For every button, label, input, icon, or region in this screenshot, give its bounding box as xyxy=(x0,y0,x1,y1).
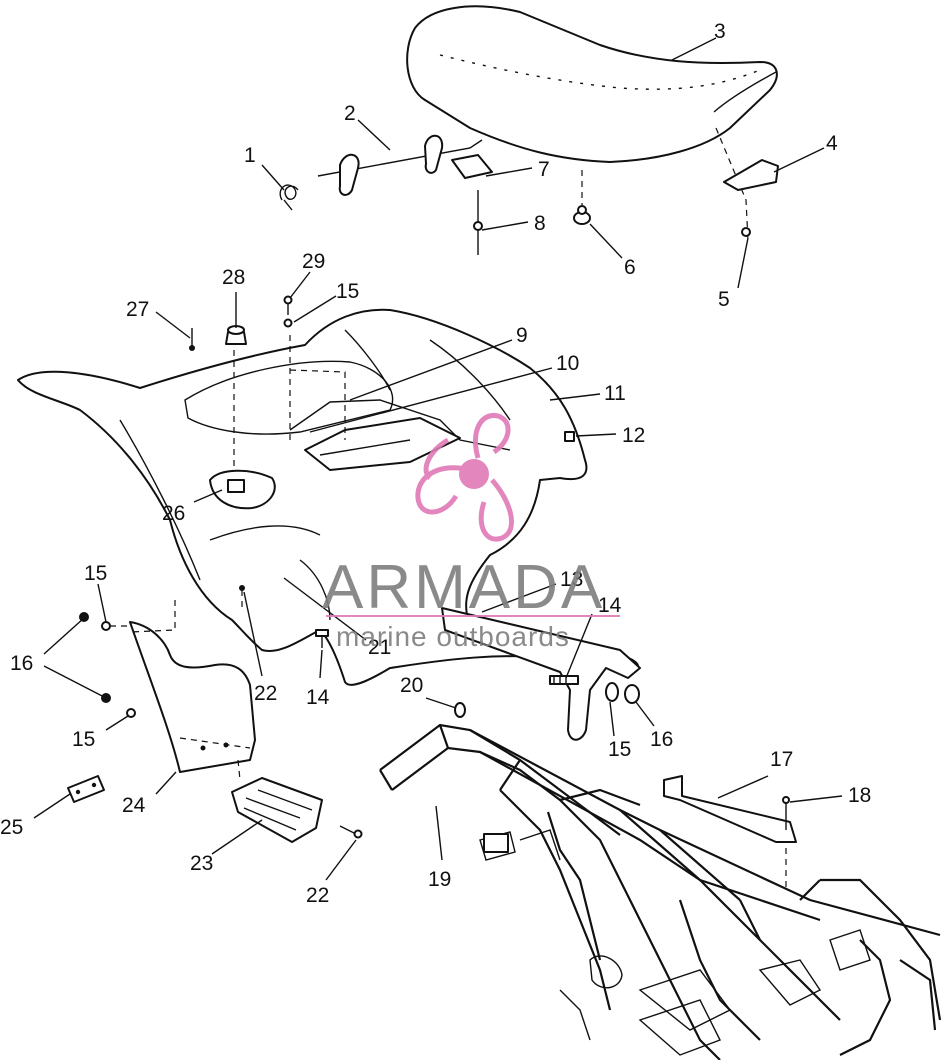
callout-20: 20 xyxy=(400,674,423,697)
callout-16-right: 16 xyxy=(650,728,673,751)
callout-3: 3 xyxy=(714,20,726,43)
bracket-screw xyxy=(782,796,790,830)
callout-15-flap-lower: 15 xyxy=(72,728,95,751)
callout-15-flap-upper: 15 xyxy=(84,562,107,585)
callout-12: 12 xyxy=(622,424,645,447)
callout-23: 23 xyxy=(190,852,213,875)
callout-26: 26 xyxy=(162,502,185,525)
hidden-edge xyxy=(237,759,241,781)
retaining-clip xyxy=(564,431,575,442)
backing-plate xyxy=(67,775,105,803)
callout-2: 2 xyxy=(344,102,356,125)
flap-washer-lower xyxy=(126,708,136,718)
callout-27: 27 xyxy=(126,298,149,321)
fender-bolt xyxy=(189,328,195,351)
callout-22-footrest: 22 xyxy=(306,884,329,907)
fender-nut xyxy=(225,325,247,345)
washer-right xyxy=(605,682,619,702)
watermark-brand: ARMADA xyxy=(322,553,605,622)
bolt-center xyxy=(315,629,329,648)
callout-10: 10 xyxy=(556,352,579,375)
callout-8: 8 xyxy=(534,212,546,235)
inner-fender-panel xyxy=(441,607,641,741)
hidden-edge xyxy=(129,600,176,633)
rear-fender xyxy=(17,308,640,686)
callout-13: 13 xyxy=(560,568,583,591)
leader-lines xyxy=(33,37,843,881)
watermark-tagline: marine outboards xyxy=(336,621,570,652)
footrest-screw xyxy=(339,825,363,839)
bolt-right xyxy=(549,675,579,685)
seat xyxy=(406,5,778,163)
callout-5: 5 xyxy=(718,288,730,311)
latch-bracket xyxy=(451,154,493,179)
callout-22-fender: 22 xyxy=(254,682,277,705)
propeller-logo xyxy=(415,412,514,542)
callout-14-right: 14 xyxy=(598,594,622,617)
callout-labels: 1 2 3 4 5 6 7 8 9 10 11 12 13 14 14 15 1… xyxy=(0,20,871,907)
callout-4: 4 xyxy=(826,132,838,155)
nut-right xyxy=(624,684,640,704)
callout-24: 24 xyxy=(122,794,146,817)
frame-rail-bolt xyxy=(483,833,509,853)
callout-11: 11 xyxy=(604,382,626,405)
callout-17: 17 xyxy=(770,748,793,771)
footrest-bracket xyxy=(231,777,323,843)
support-bracket xyxy=(663,775,797,843)
callout-14-center: 14 xyxy=(306,686,330,709)
callout-16-left: 16 xyxy=(10,652,33,675)
mud-flap xyxy=(129,621,256,773)
fender-screw xyxy=(283,295,293,328)
armada-watermark: ARMADA marine outboards xyxy=(322,412,620,652)
hidden-edge xyxy=(179,737,251,749)
callout-9: 9 xyxy=(516,324,528,347)
seat-hook-bracket xyxy=(715,127,779,241)
callout-18: 18 xyxy=(848,784,871,807)
callout-25: 25 xyxy=(0,816,23,839)
callout-21: 21 xyxy=(368,636,391,659)
fender-latch-plate xyxy=(209,469,276,510)
callout-1: 1 xyxy=(244,144,256,167)
callout-15-top: 15 xyxy=(336,280,359,303)
callout-15-right: 15 xyxy=(608,738,631,761)
callout-29: 29 xyxy=(302,250,325,273)
latch-screw xyxy=(473,190,483,255)
callout-28: 28 xyxy=(222,266,245,289)
seat-latch-spring xyxy=(279,184,299,211)
frame xyxy=(379,723,942,1060)
spacer xyxy=(454,702,466,718)
hidden-edge xyxy=(289,369,346,440)
flap-screw xyxy=(239,585,245,591)
seat-latch-rod xyxy=(317,134,483,196)
seat-grommet xyxy=(573,170,591,225)
callout-6: 6 xyxy=(624,256,636,279)
callout-19: 19 xyxy=(428,868,451,891)
callout-7: 7 xyxy=(538,158,550,181)
flap-washer-upper xyxy=(101,621,111,631)
